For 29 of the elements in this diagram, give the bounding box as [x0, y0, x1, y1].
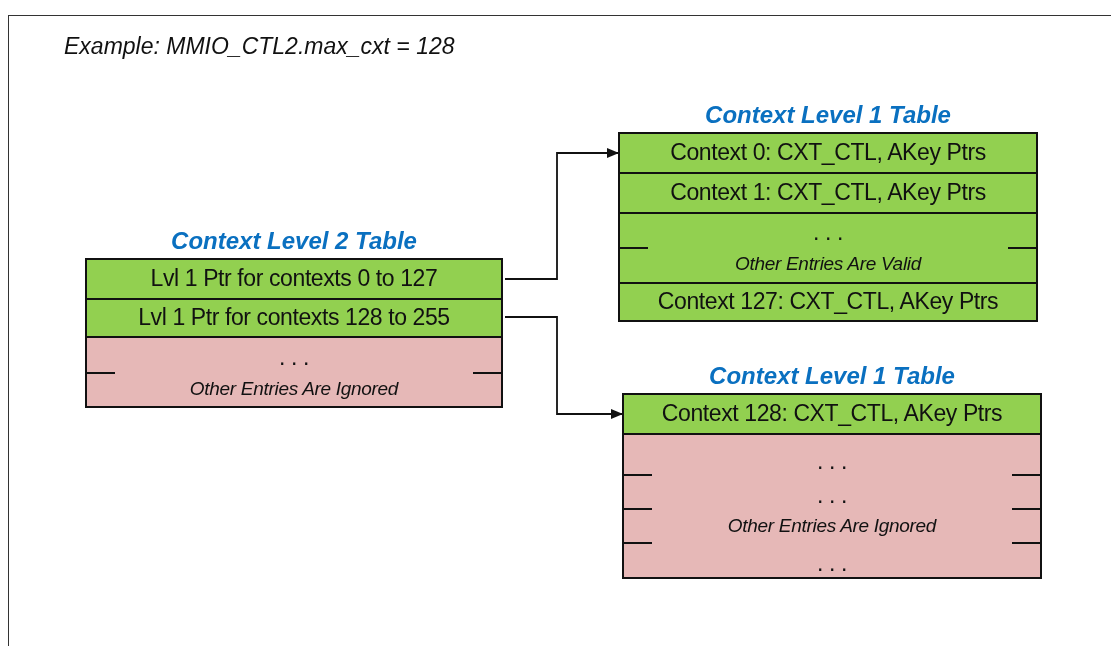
- entry-label: Context 0: CXT_CTL, AKey Ptrs: [669, 140, 987, 166]
- table-entry: [87, 298, 501, 336]
- example-note: Example: MMIO_CTL2.max_cxt = 128: [64, 33, 455, 60]
- omitted-entries-section: [624, 433, 1040, 577]
- entry-label: Context 128: CXT_CTL, AKey Ptrs: [660, 401, 1004, 427]
- ellipsis: . . .: [278, 345, 310, 371]
- table-heading: Context Level 2 Table: [170, 226, 418, 256]
- entry-label: Context 127: CXT_CTL, AKey Ptrs: [656, 289, 1000, 315]
- ellipsis: . . .: [816, 551, 848, 577]
- pointer-arrow: [504, 148, 619, 280]
- table-entry: [620, 172, 1036, 212]
- table-heading: Context Level 1 Table: [704, 100, 952, 130]
- table-entry: [620, 282, 1036, 320]
- omitted-entries-section: [87, 336, 501, 406]
- table-entry: [624, 395, 1040, 433]
- ellipsis: . . .: [812, 220, 844, 246]
- ellipsis: . . .: [816, 483, 848, 509]
- entries-note: Other Entries Are Valid: [734, 253, 923, 275]
- table-heading: Context Level 1 Table: [708, 361, 956, 391]
- entry-label: Context 1: CXT_CTL, AKey Ptrs: [669, 180, 987, 206]
- entry-label: Lvl 1 Ptr for contexts 0 to 127: [149, 266, 439, 292]
- omitted-entries-section: [620, 212, 1036, 282]
- pointer-arrow: [504, 316, 623, 419]
- ellipsis: . . .: [816, 449, 848, 475]
- entries-note: Other Entries Are Ignored: [726, 515, 938, 537]
- table-entry: [87, 260, 501, 298]
- entries-note: Other Entries Are Ignored: [188, 378, 400, 400]
- entry-label: Lvl 1 Ptr for contexts 128 to 255: [137, 305, 451, 331]
- table-entry: [620, 134, 1036, 172]
